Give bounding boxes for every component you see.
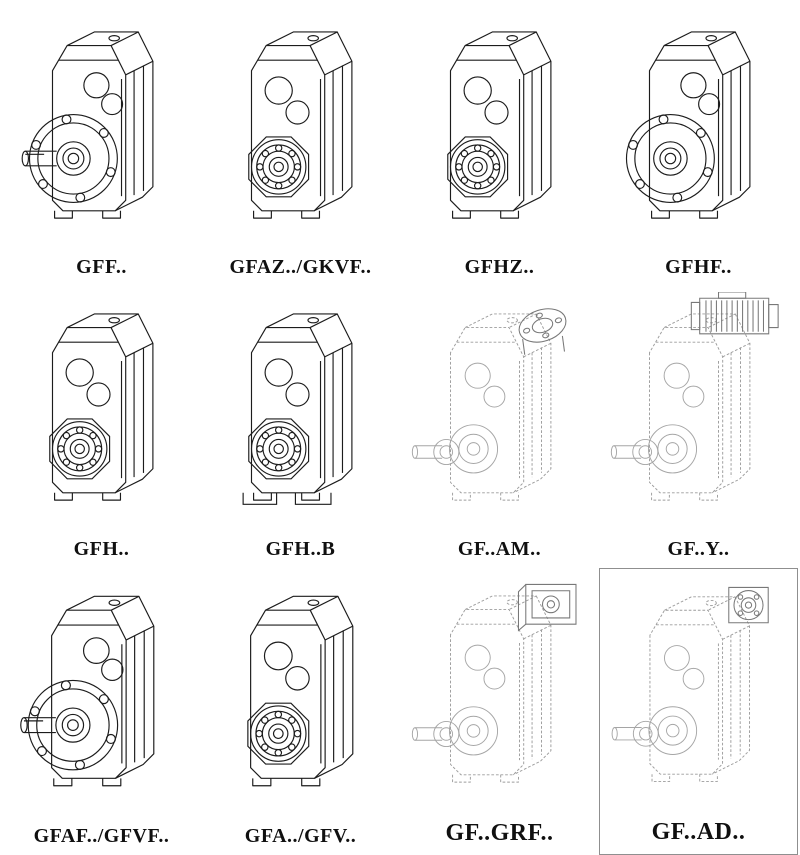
gearbox-line-art	[49, 313, 154, 501]
product-cell: GF..GRF..	[400, 568, 599, 855]
product-cell: GFAZ../GKVF..	[201, 4, 400, 286]
model-label: GFH..	[73, 538, 130, 561]
model-label: GFH..B	[265, 538, 336, 561]
output-flange-shaft-drawing	[4, 6, 199, 256]
model-label: GF..GRF..	[445, 820, 554, 847]
product-cell: GFHF..	[599, 4, 798, 286]
input-shaft-adapter-drawing	[602, 571, 795, 819]
gearbox-line-art	[247, 595, 354, 787]
product-cell: GFH..	[2, 286, 201, 568]
gearbox-line-art	[411, 308, 567, 501]
motor-flange-adapter-drawing	[402, 288, 597, 538]
hollow-shaft-face-drawing	[4, 288, 199, 538]
model-label: GFF..	[76, 256, 127, 279]
catalog-grid: GFF.. GFAZ../GKVF.. GFHZ.. GFHF.. GFH.. …	[2, 4, 798, 855]
product-cell: GF..Y..	[599, 286, 798, 568]
hollow-shaft-foot-drawing	[203, 288, 398, 538]
product-cell: GFH..B	[201, 286, 400, 568]
hollow-shaft-face-drawing	[203, 6, 398, 256]
model-label: GFHF..	[665, 256, 732, 279]
gearbox-line-art	[242, 313, 353, 505]
model-label: GF..Y..	[667, 538, 730, 561]
model-label: GFAF../GFVF..	[33, 824, 170, 847]
primary-reducer-input-drawing	[402, 570, 597, 820]
gearbox-line-art	[248, 31, 353, 219]
model-label: GF..AM..	[457, 538, 542, 561]
gearbox-line-art	[21, 31, 154, 219]
gearbox-line-art	[20, 595, 155, 787]
model-label: GFA../GFV..	[244, 824, 357, 847]
gearbox-line-art	[411, 583, 577, 783]
with-mounted-motor-drawing	[601, 288, 796, 538]
product-cell: GF..AM..	[400, 286, 599, 568]
product-cell: GFA../GFV..	[201, 568, 400, 855]
product-cell: GFAF../GFVF..	[2, 568, 201, 855]
gearbox-line-art	[610, 291, 779, 501]
model-label: GFAZ../GKVF..	[229, 256, 372, 279]
output-flange-shaft-drawing	[4, 570, 199, 825]
model-label: GF..AD..	[651, 819, 746, 846]
hollow-shaft-face-drawing	[203, 570, 398, 825]
gearbox-line-art	[625, 31, 751, 219]
product-cell: GFHZ..	[400, 4, 599, 286]
output-flange-drawing	[601, 6, 796, 256]
product-cell: GF..AD..	[599, 568, 798, 855]
product-cell: GFF..	[2, 4, 201, 286]
hollow-shaft-face-drawing	[402, 6, 597, 256]
gearbox-line-art	[611, 586, 769, 782]
model-label: GFHZ..	[464, 256, 535, 279]
gearbox-line-art	[447, 31, 552, 219]
